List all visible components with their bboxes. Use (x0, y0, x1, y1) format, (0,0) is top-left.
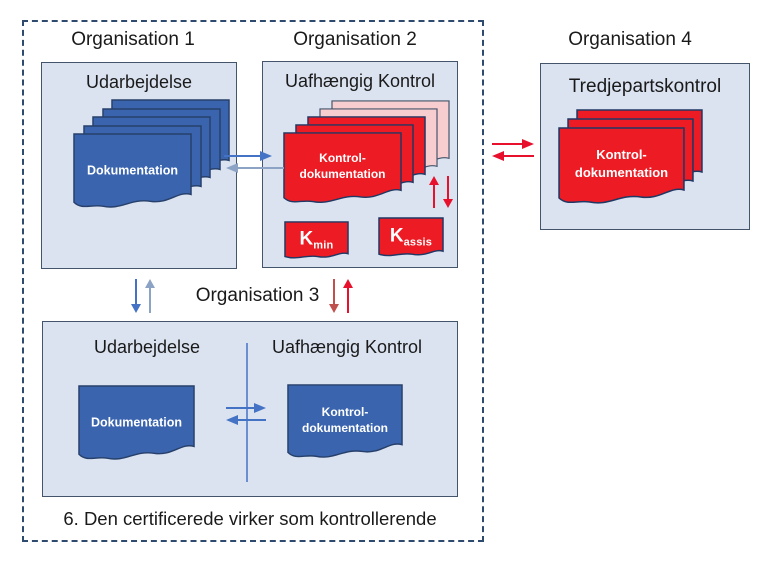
arrow-down-icon (329, 279, 339, 313)
org3-doc-right-label: Kontrol- dokumentation (302, 404, 388, 435)
arrow-up-icon (145, 279, 155, 313)
org2-heading: Uafhængig Kontrol (284, 71, 436, 91)
certified-group-dashed-frame (22, 20, 484, 542)
org1-doc-label: Dokumentation (87, 163, 178, 178)
org3-title: Organisation 3 (195, 285, 320, 306)
org2-org3-arrows (329, 279, 353, 313)
org3-doc-right: Kontrol- dokumentation (287, 384, 403, 463)
org4-heading: Tredjepartskontrol (568, 76, 722, 97)
arrow-right-icon (226, 403, 266, 413)
arrow-left-icon (226, 163, 284, 173)
arrow-left-icon (492, 151, 534, 161)
org4-doc-front: Kontrol- dokumentation (558, 127, 685, 209)
org3-exchange-arrows (226, 403, 266, 425)
org1-heading: Udarbejdelse (85, 72, 193, 92)
org4-title: Organisation 4 (568, 29, 692, 50)
arrow-right-icon (492, 139, 534, 149)
org2-internal-arrows (429, 176, 453, 208)
arrow-down-icon (131, 279, 141, 313)
org1-doc-front: Dokumentation (73, 133, 192, 213)
org3-divider-line (246, 343, 248, 482)
arrow-right-icon (224, 151, 272, 161)
org1-title: Organisation 1 (71, 29, 195, 50)
org4-doc-label: Kontrol- dokumentation (574, 147, 669, 180)
org3-doc-left: Dokumentation (78, 385, 195, 465)
k-min-doc: Kmin (284, 221, 349, 264)
diagram-caption: 6. Den certificerede virker som kontroll… (63, 508, 437, 529)
k-assis-doc: Kassis (378, 217, 444, 262)
k-assis-label: Kassis (389, 224, 433, 248)
arrow-left-icon (226, 415, 266, 425)
arrow-up-icon (429, 176, 439, 208)
org1-org3-arrows (131, 279, 155, 313)
k-min-label: Kmin (299, 227, 334, 251)
org3-heading-left: Udarbejdelse (93, 337, 201, 357)
org2-doc-front: Kontrol- dokumentation (283, 132, 402, 208)
org3-heading-right: Uafhængig Kontrol (271, 337, 423, 357)
arrow-up-icon (343, 279, 353, 313)
org2-title: Organisation 2 (293, 29, 417, 50)
org1-org2-exchange-arrows (224, 151, 284, 173)
org3-doc-left-label: Dokumentation (91, 415, 182, 430)
arrow-down-icon (443, 176, 453, 208)
org2-doc-label: Kontrol- dokumentation (299, 150, 386, 182)
group-org4-exchange-arrows (492, 139, 534, 161)
